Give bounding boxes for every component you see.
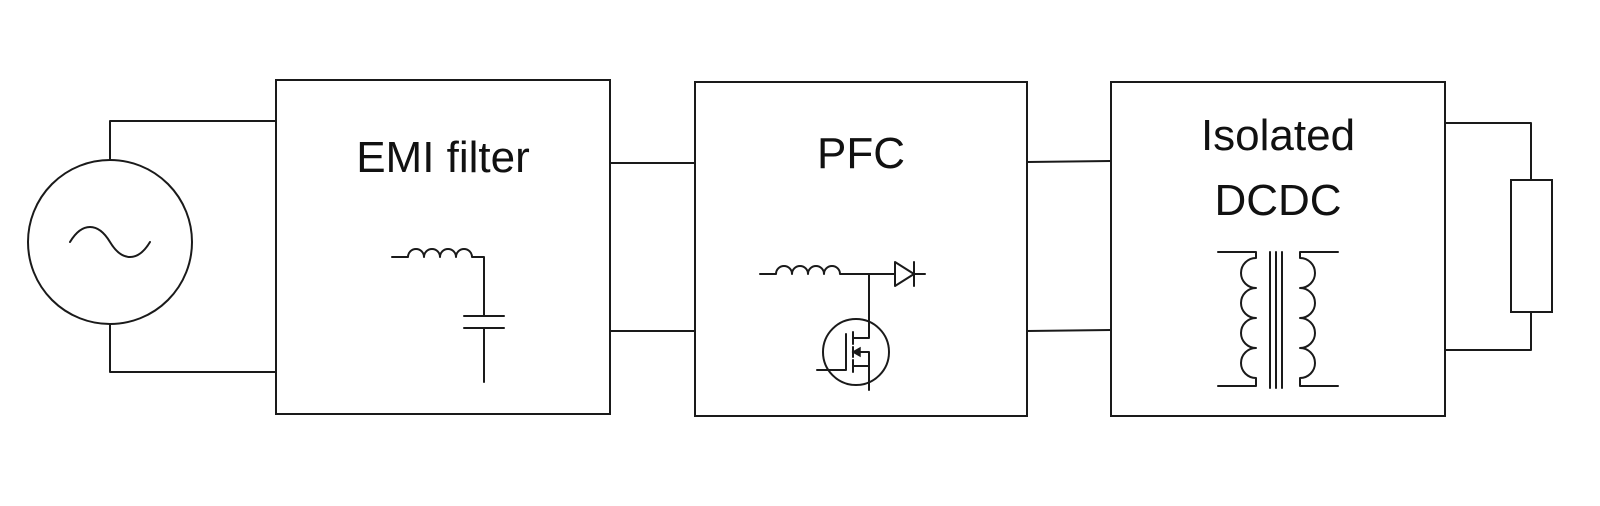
wire-pfc-to-dcdc-bottom bbox=[1026, 329, 1112, 332]
capacitor-icon bbox=[463, 315, 505, 383]
isolated-dcdc-block: Isolated DCDC bbox=[1110, 81, 1446, 417]
transformer-icon bbox=[1217, 251, 1339, 389]
mosfet-icon bbox=[816, 273, 890, 391]
wire-dcdc-to-load-top bbox=[1444, 122, 1532, 181]
isolated-dcdc-box bbox=[1110, 81, 1446, 417]
emi-filter-label: EMI filter bbox=[356, 133, 530, 182]
wire-pfc-to-dcdc-top bbox=[1026, 160, 1112, 163]
emi-filter-box bbox=[275, 79, 611, 415]
wire-source-to-emi-top bbox=[109, 120, 277, 161]
wire-source-to-emi-bottom bbox=[109, 323, 277, 373]
pfc-block: PFC bbox=[694, 81, 1028, 417]
ac-source bbox=[27, 159, 193, 325]
inductor-icon bbox=[759, 265, 896, 275]
inductor-icon bbox=[391, 248, 485, 317]
sine-wave-icon bbox=[69, 226, 151, 258]
emi-filter-block: EMI filter bbox=[275, 79, 611, 415]
wire-dcdc-to-load-bottom bbox=[1444, 311, 1532, 351]
diode-icon bbox=[894, 261, 926, 287]
isolated-dcdc-label-line2: DCDC bbox=[1214, 176, 1341, 225]
pfc-box bbox=[694, 81, 1028, 417]
isolated-dcdc-label-line1: Isolated bbox=[1201, 111, 1355, 160]
pfc-label: PFC bbox=[817, 129, 905, 178]
resistor-load-icon bbox=[1510, 179, 1553, 313]
